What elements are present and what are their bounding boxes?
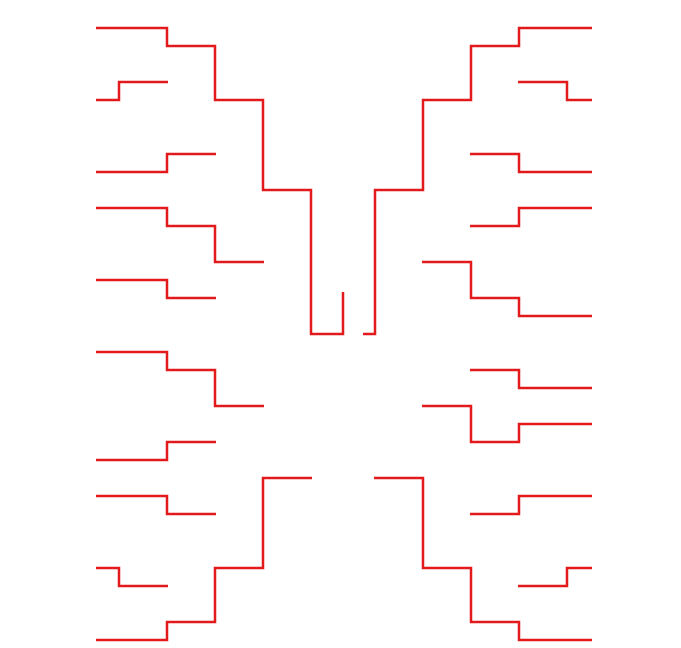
bracket-line xyxy=(96,80,168,102)
bracket-line xyxy=(96,566,168,588)
bracket-line xyxy=(96,440,216,462)
bracket-line xyxy=(96,206,264,264)
bracket-line xyxy=(470,494,592,516)
bracket-line xyxy=(470,206,592,228)
bracket-line xyxy=(96,350,264,408)
bracket-line xyxy=(422,404,592,444)
bracket-line xyxy=(96,476,312,642)
bracket-line xyxy=(518,566,592,588)
bracket-line xyxy=(96,278,216,300)
bracket-line xyxy=(374,476,592,642)
bracket-line xyxy=(96,26,345,336)
bracket-line xyxy=(96,494,216,516)
bracket-line xyxy=(470,152,592,174)
bracket-line xyxy=(518,80,592,102)
bracket-line xyxy=(470,368,592,390)
bracket-line xyxy=(363,26,592,336)
bracket-line xyxy=(422,260,592,318)
bracket-line xyxy=(96,152,216,174)
